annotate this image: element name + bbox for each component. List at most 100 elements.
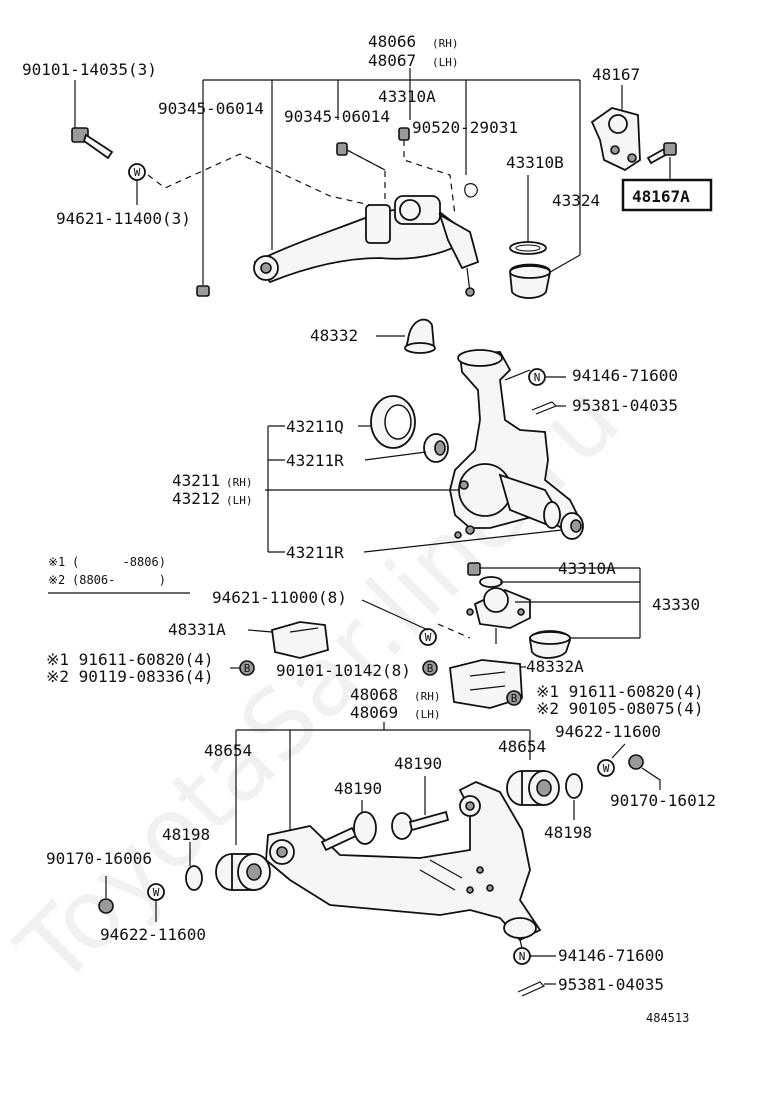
label-91611-60820-right: ※1 91611-60820(4)	[536, 682, 704, 701]
label-48198-left: 48198	[162, 825, 210, 844]
label-48069: 48069	[350, 703, 398, 722]
label-48067: 48067	[368, 51, 416, 70]
note-mark-2: ※2	[48, 573, 65, 587]
nut-icon: N	[528, 368, 546, 386]
label-48067-side: (LH)	[432, 56, 459, 69]
svg-text:B: B	[511, 692, 518, 705]
label-48167a: 48167A	[632, 187, 690, 206]
cotter-90520	[464, 183, 478, 198]
label-48066-side: (RH)	[432, 37, 459, 50]
label-43211: 43211	[172, 471, 220, 490]
knuckle-leader-lines	[265, 425, 563, 553]
boot-43324	[509, 263, 551, 299]
label-94622-11600-left: 94622-11600	[100, 925, 206, 944]
svg-text:W: W	[603, 762, 610, 775]
label-48167: 48167	[592, 65, 640, 84]
note-text-2: (8806- )	[72, 573, 166, 587]
bolt-90345-a	[336, 142, 386, 200]
label-94621-11000: 94621-11000(8)	[212, 588, 347, 607]
label-90105-08075: ※2 90105-08075(4)	[536, 699, 704, 718]
boot-lower	[529, 630, 571, 659]
lower-arm-leader-lines	[235, 722, 531, 845]
steering-knuckle	[449, 349, 582, 539]
label-43330: 43330	[652, 595, 700, 614]
label-94622-11600-right: 94622-11600	[555, 722, 661, 741]
label-94146-71600-bot: 94146-71600	[558, 946, 664, 965]
label-48332: 48332	[310, 326, 358, 345]
label-43211q: 43211Q	[286, 417, 344, 436]
washer-icon: W	[597, 743, 626, 777]
note-mark-1: ※1	[48, 555, 65, 569]
lower-control-arm	[265, 781, 542, 942]
bolt-43310a-top	[398, 127, 456, 216]
label-90520-29031: 90520-29031	[412, 118, 518, 137]
label-48654-right: 48654	[498, 737, 546, 756]
label-43310a-top: 43310A	[378, 87, 436, 106]
label-94146-71600-top: 94146-71600	[572, 366, 678, 385]
bushing-43211r-b	[560, 512, 584, 540]
label-48066: 48066	[368, 32, 416, 51]
washer-48198-right	[565, 773, 583, 820]
label-43212: 43212	[172, 489, 220, 508]
label-48069-side: (LH)	[414, 708, 441, 721]
bushing-48654-left	[215, 853, 271, 891]
bolt-90101-14035	[71, 80, 114, 160]
label-48332a: 48332A	[526, 657, 584, 676]
bolt-48167a	[646, 142, 677, 182]
note-text-1: ( -8806)	[72, 555, 166, 569]
ball-joint-leader-lines	[480, 567, 641, 639]
label-94621-11400: 94621-11400(3)	[56, 209, 191, 228]
upper-arm-leader-lines	[202, 68, 581, 285]
label-91611-60820-left: ※1 91611-60820(4)	[46, 650, 214, 669]
nut-90170-16012	[628, 754, 661, 790]
ring-43310b	[509, 175, 547, 255]
svg-text:B: B	[244, 662, 251, 675]
svg-text:B: B	[427, 662, 434, 675]
shim-48331a	[247, 621, 329, 659]
oil-seal-43211q	[370, 395, 416, 449]
svg-text:W: W	[425, 631, 432, 644]
label-48068-side: (RH)	[414, 690, 441, 703]
label-48654-left: 48654	[204, 741, 252, 760]
label-43310b: 43310B	[506, 153, 564, 172]
label-43211r-a: 43211R	[286, 451, 344, 470]
label-90345-06014-a: 90345-06014	[158, 99, 264, 118]
bushing-43211r-a	[423, 433, 449, 463]
label-48190-mid: 48190	[334, 779, 382, 798]
washer-icon: W	[128, 163, 146, 205]
washer-icon: W	[419, 628, 437, 646]
label-90345-06014-b: 90345-06014	[284, 107, 390, 126]
label-43211r-b: 43211R	[286, 543, 344, 562]
washer-48198-left	[185, 842, 203, 891]
svg-text:W: W	[134, 166, 141, 179]
label-48198-right: 48198	[544, 823, 592, 842]
label-43212-side: (LH)	[226, 494, 253, 507]
bracket-48167	[590, 85, 641, 172]
label-48331a: 48331A	[168, 620, 226, 639]
label-90101-10142: 90101-10142(8)	[276, 661, 411, 680]
bolt-icon: B	[239, 660, 255, 676]
upper-control-arm	[253, 195, 480, 297]
label-43324: 43324	[552, 191, 600, 210]
label-95381-04035-bot: 95381-04035	[558, 975, 664, 994]
cam-bolt-48190-a	[320, 800, 377, 852]
label-43310a-mid: 43310A	[558, 559, 616, 578]
label-90170-16006: 90170-16006	[46, 849, 152, 868]
diagram-id: 484513	[646, 1011, 689, 1025]
label-48190-top: 48190	[394, 754, 442, 773]
label-95381-04035-top: 95381-04035	[572, 396, 678, 415]
svg-text:N: N	[519, 950, 526, 963]
bolt-90345-b	[196, 285, 210, 297]
bolt-icon: B	[422, 660, 438, 676]
bump-stopper-48332	[376, 318, 436, 354]
cam-bolt-48190-b	[391, 776, 450, 840]
label-90119-08336: ※2 90119-08336(4)	[46, 667, 214, 686]
label-90101-14035: 90101-14035(3)	[22, 60, 157, 79]
label-48068: 48068	[350, 685, 398, 704]
bolt-icon: B	[506, 690, 522, 706]
highlight-box-48167a	[621, 178, 713, 212]
shim-48332a	[449, 659, 526, 709]
label-43211-side: (RH)	[226, 476, 253, 489]
